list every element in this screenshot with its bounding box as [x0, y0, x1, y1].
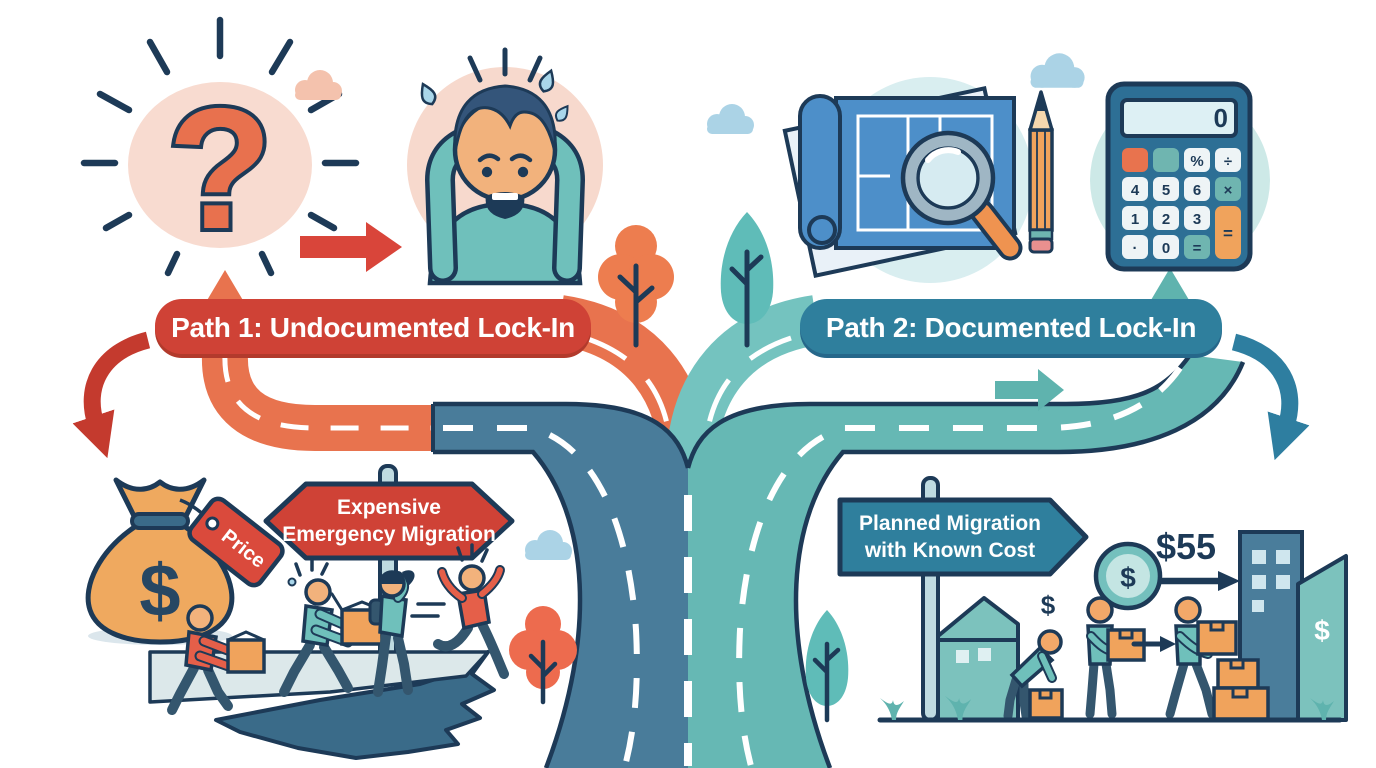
expensive-sign-line1: Expensive: [337, 496, 441, 519]
dollar-door: $: [1296, 554, 1348, 722]
blueprint-icon: [782, 77, 1054, 283]
moving-person-1: [1003, 629, 1064, 721]
calc-btn-equals: =: [1193, 240, 1202, 257]
planned-sign-line1: Planned Migration: [859, 512, 1041, 535]
calc-btn-1: 1: [1131, 211, 1139, 228]
tree-teal-bottom-icon: [805, 610, 849, 723]
teal-accent-triangle: [1151, 268, 1189, 300]
calc-btn-multiply: ×: [1224, 182, 1233, 199]
calc-btn-divide: ÷: [1224, 153, 1232, 170]
cost-arrow-icon: [1158, 571, 1240, 591]
calc-btn-2: 2: [1162, 211, 1170, 228]
moving-person-3: [1165, 596, 1238, 719]
fleeing-person-4: [410, 543, 509, 679]
floating-dollar: $: [1041, 590, 1056, 620]
grass-tuft: [880, 698, 904, 720]
cost-label: $55: [1156, 526, 1216, 567]
path2-banner: Path 2: Documented Lock-In: [800, 299, 1222, 358]
path1-banner: Path 1: Undocumented Lock-In: [155, 299, 591, 358]
tree-orange-bottom-icon: [509, 606, 577, 705]
red-curved-arrow-icon: [72, 331, 151, 459]
fleeing-people: [167, 543, 509, 715]
calculator-display: 0: [1214, 103, 1228, 133]
tree-orange-top-icon: [598, 225, 674, 348]
teal-curved-arrow-icon: [1231, 333, 1310, 461]
red-arrow-right-icon: [300, 222, 402, 272]
calc-btn-percent: %: [1190, 153, 1203, 170]
magnifier-icon: [900, 130, 1023, 261]
blue-cloud-icon: [525, 530, 572, 560]
calc-btn-4: 4: [1131, 182, 1140, 199]
calc-btn-0: 0: [1162, 240, 1170, 257]
box-stack: [1212, 658, 1270, 721]
blue-cloud-icon: [1030, 53, 1085, 88]
price-tag: Price: [187, 496, 285, 588]
orange-accent-triangle: [206, 270, 244, 302]
planned-sign: Planned Migration with Known Cost: [837, 476, 1089, 722]
calc-btn-5: 5: [1162, 182, 1170, 199]
fleeing-person-2: [279, 556, 394, 697]
door-dollar: $: [1314, 615, 1330, 646]
question-mark-icon: ?: [80, 16, 360, 277]
teal-road: [688, 355, 1243, 768]
planned-sign-line2: with Known Cost: [864, 539, 1035, 562]
calculator-icon: 0 % ÷ 4 5 6 × 1 2 3 = · 0 =: [1090, 81, 1270, 272]
tree-teal-top-icon: [720, 212, 774, 348]
path1-banner-label: Path 1: Undocumented Lock-In: [171, 312, 575, 343]
path2-banner-label: Path 2: Documented Lock-In: [826, 312, 1196, 343]
calc-btn-dot: ·: [1133, 240, 1138, 257]
calc-btn-3: 3: [1193, 211, 1201, 228]
handoff-arrow-icon: [1131, 636, 1176, 652]
coin-dollar: $: [1120, 562, 1136, 593]
coin-icon: $: [1093, 541, 1163, 611]
pink-cloud-icon: [295, 70, 342, 100]
expensive-sign-line2: Emergency Migration: [282, 523, 496, 546]
blue-cloud-icon: [707, 104, 754, 134]
calc-btn-6: 6: [1193, 182, 1201, 199]
moving-people: [1003, 596, 1238, 721]
teal-arrow-right-icon: [995, 369, 1064, 411]
fleeing-person-3: [368, 570, 415, 697]
slate-road: [433, 404, 688, 768]
teal-ribbon: [666, 295, 821, 464]
pencil-icon: [1028, 90, 1054, 254]
money-bag-dollar: $: [139, 549, 180, 632]
moving-person-2: [1085, 596, 1146, 719]
calc-btn-equals-tall: =: [1223, 224, 1233, 243]
fleeing-person-1: [167, 604, 266, 715]
question-mark-glyph: ?: [167, 73, 272, 265]
stressed-person-icon: [407, 47, 603, 286]
